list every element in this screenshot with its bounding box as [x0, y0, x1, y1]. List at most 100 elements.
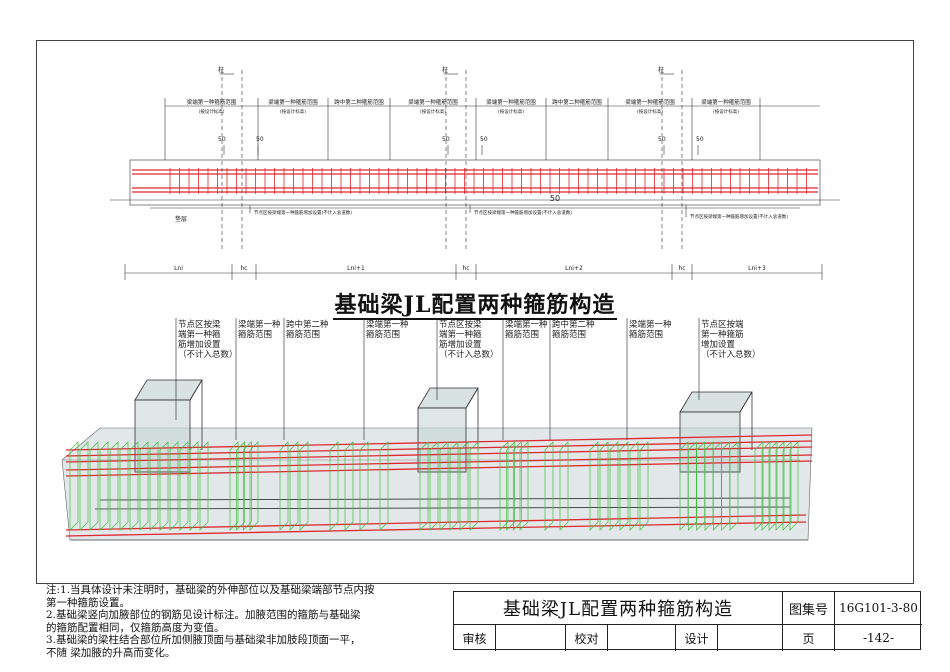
column-edge [739, 391, 753, 413]
callout-text: 增加设置 [701, 339, 736, 350]
node-note: 节点区按梁端第一种箍筋增加设置(不计入总道数) [254, 209, 352, 216]
stirrup [109, 441, 119, 531]
callout-text: 节点区按梁 [439, 319, 482, 330]
stirrup [789, 441, 799, 531]
callout-text: 节点区按端 [701, 319, 744, 330]
stirrup [189, 441, 199, 531]
stirrup [236, 441, 246, 531]
beam-outline [129, 159, 821, 206]
note-line: 3.基础梁的梁柱结合部位所加侧腋顶面与基础梁非加肢段顶面一平， [46, 634, 361, 646]
stirrup [89, 441, 99, 531]
range-sublabel: (按设计标高) [637, 108, 663, 115]
beam-body [61, 427, 813, 541]
stirrup [506, 441, 516, 531]
rebar-line-dark [99, 497, 791, 501]
callout-text: 筋增加设置 [178, 339, 221, 350]
dim-50-small: 50 [218, 136, 226, 143]
column-edge [465, 387, 479, 409]
stirrup [754, 441, 764, 531]
stirrup [229, 441, 239, 531]
column-label: 柱 [218, 66, 224, 74]
callout-text: 梁端第一种 [366, 319, 409, 330]
rebar-line [65, 521, 807, 537]
stirrup [775, 441, 785, 531]
callout-text: 跨中第二种 [286, 319, 329, 330]
range-sublabel: (按设计标高) [713, 108, 739, 115]
stirrup [639, 441, 649, 531]
stirrup [159, 441, 169, 531]
stirrup [149, 441, 159, 531]
stirrup [379, 441, 389, 531]
stirrup [329, 441, 339, 531]
bottom-dim-label: hc [678, 265, 685, 272]
diagram-title: 基础梁JL配置两种箍筋构造 [332, 292, 618, 320]
stirrup [729, 441, 739, 531]
bottom-dim-label: Lni+2 [565, 265, 583, 272]
callout-text: 第一种箍筋 [701, 329, 744, 340]
stirrup [99, 441, 109, 531]
callout-text: （不计入总数） [439, 349, 499, 360]
callout-text: 箍筋范围 [286, 329, 320, 340]
stirrup [129, 441, 139, 531]
dim-50-small: 50 [480, 136, 488, 143]
stirrup [449, 441, 459, 531]
stirrup [429, 441, 439, 531]
node-note: 节点区按梁端第一种箍筋增加设置(不计入总道数) [690, 213, 788, 220]
isometric-beam-diagram: 节点区按梁端第一种箍筋增加设置（不计入总数）梁端第一种箍筋范围跨中第二种箍筋范围… [61, 318, 813, 541]
bottom-dim-label: hc [240, 265, 247, 272]
stirrup [139, 441, 149, 531]
callout-text: （不计入总数） [701, 349, 761, 360]
column-edge [189, 379, 203, 401]
callout-text: 梁端第一种 [505, 319, 548, 330]
stirrup [559, 441, 569, 531]
design-label: 设计 [676, 625, 718, 651]
stirrup [169, 441, 179, 531]
bottom-dim-label: Lni+3 [748, 265, 766, 272]
stirrup [761, 441, 771, 531]
rebar-line [65, 434, 813, 451]
stirrup [499, 441, 509, 531]
callout-text: 端第一种箍 [439, 329, 482, 340]
rebar-line-dark [94, 506, 791, 510]
stirrup [69, 441, 79, 531]
stirrup [279, 441, 289, 531]
dim-50-small: 50 [658, 136, 666, 143]
page-number: -142- [862, 631, 894, 645]
stirrup [439, 441, 449, 531]
callout-text: 箍筋范围 [505, 329, 539, 340]
stirrup [609, 441, 619, 531]
column-body [134, 399, 191, 473]
dim-50-small: 50 [696, 136, 704, 143]
review-value [496, 625, 566, 651]
range-label: 跨中第二种箍筋范围 [552, 98, 602, 106]
rebar-line [65, 514, 807, 531]
pad-label: 垫层 [175, 215, 187, 223]
design-value [718, 625, 783, 651]
bottom-dim-label: Lni+1 [347, 265, 365, 272]
range-sublabel: (按设计标高) [498, 108, 524, 115]
range-label: 跨中第二种箍筋范围 [334, 98, 384, 106]
dim-50: 50 [550, 194, 560, 203]
stirrup [249, 441, 259, 531]
stirrup [119, 441, 129, 531]
stirrup [179, 441, 189, 531]
callout-text: （不计入总数） [178, 349, 238, 360]
callout-text: 梁端第一种 [629, 319, 672, 330]
callout-text: 节点区按梁 [178, 319, 221, 330]
range-label: 梁端第一种箍筋范围 [701, 98, 751, 106]
range-sublabel: (按设计标高) [198, 108, 224, 115]
atlas-number: 16G101-3-80 [835, 592, 922, 625]
node-note: 节点区按梁端第一种箍筋增加设置(不计入总道数) [474, 209, 572, 216]
column-top [679, 391, 753, 413]
range-label: 梁端第一种箍筋范围 [486, 98, 536, 106]
stirrup [782, 441, 792, 531]
stirrup [512, 441, 522, 531]
stirrup [544, 441, 554, 531]
range-sublabel: (按设计标高) [280, 108, 306, 115]
range-label: 梁端第一种箍筋范围 [408, 98, 458, 106]
dim-50-small: 50 [442, 136, 450, 143]
column-top [417, 387, 479, 409]
check-value [608, 625, 676, 651]
atlas-label: 图集号 [783, 592, 835, 625]
